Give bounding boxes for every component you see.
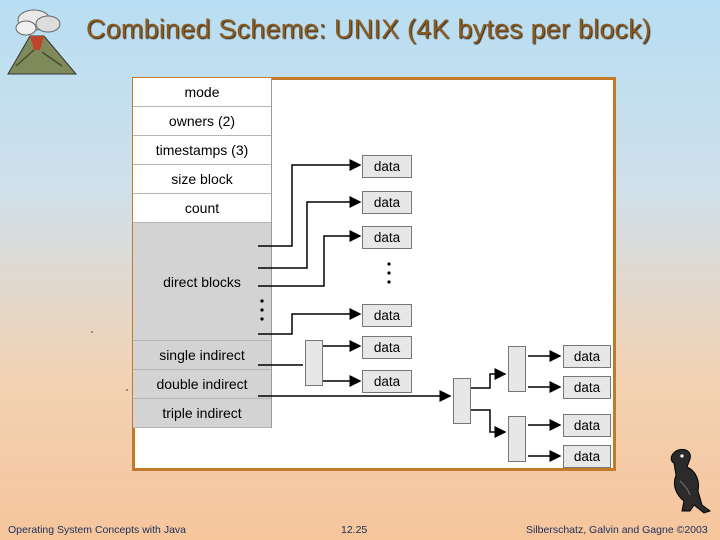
data-block: data: [563, 376, 611, 399]
volcano-logo-icon: [7, 9, 78, 75]
inode-direct-blocks: direct blocks: [133, 223, 271, 341]
footer-copyright: Silberschatz, Galvin and Gagne ©2003: [526, 524, 708, 536]
inode-size-block: size block: [133, 165, 271, 194]
data-block: data: [563, 445, 611, 468]
data-block: data: [362, 191, 412, 214]
double-second-level-block-1: [508, 346, 526, 392]
inode-mode: mode: [133, 78, 271, 107]
data-block: data: [362, 304, 412, 327]
data-block: data: [362, 336, 412, 359]
data-block: data: [362, 370, 412, 393]
inode-count: count: [133, 194, 271, 223]
inode-triple-indirect: triple indirect: [133, 399, 271, 428]
single-indirect-block: [305, 340, 323, 386]
inode-double-indirect: double indirect: [133, 370, 271, 399]
data-block: data: [563, 345, 611, 368]
data-block: data: [362, 226, 412, 249]
footer-book-title: Operating System Concepts with Java: [8, 524, 186, 536]
inode-owners: owners (2): [133, 107, 271, 136]
dinosaur-logo-icon: [670, 448, 712, 514]
inode-table: mode owners (2) timestamps (3) size bloc…: [133, 78, 272, 428]
slide-title: Combined Scheme: UNIX (4K bytes per bloc…: [86, 14, 652, 44]
double-indirect-block: [453, 378, 471, 424]
footer-slide-number: 12.25: [341, 524, 368, 536]
inode-single-indirect: single indirect: [133, 341, 271, 370]
double-second-level-block-2: [508, 416, 526, 462]
data-block: data: [362, 155, 412, 178]
data-block: data: [563, 414, 611, 437]
inode-timestamps: timestamps (3): [133, 136, 271, 165]
